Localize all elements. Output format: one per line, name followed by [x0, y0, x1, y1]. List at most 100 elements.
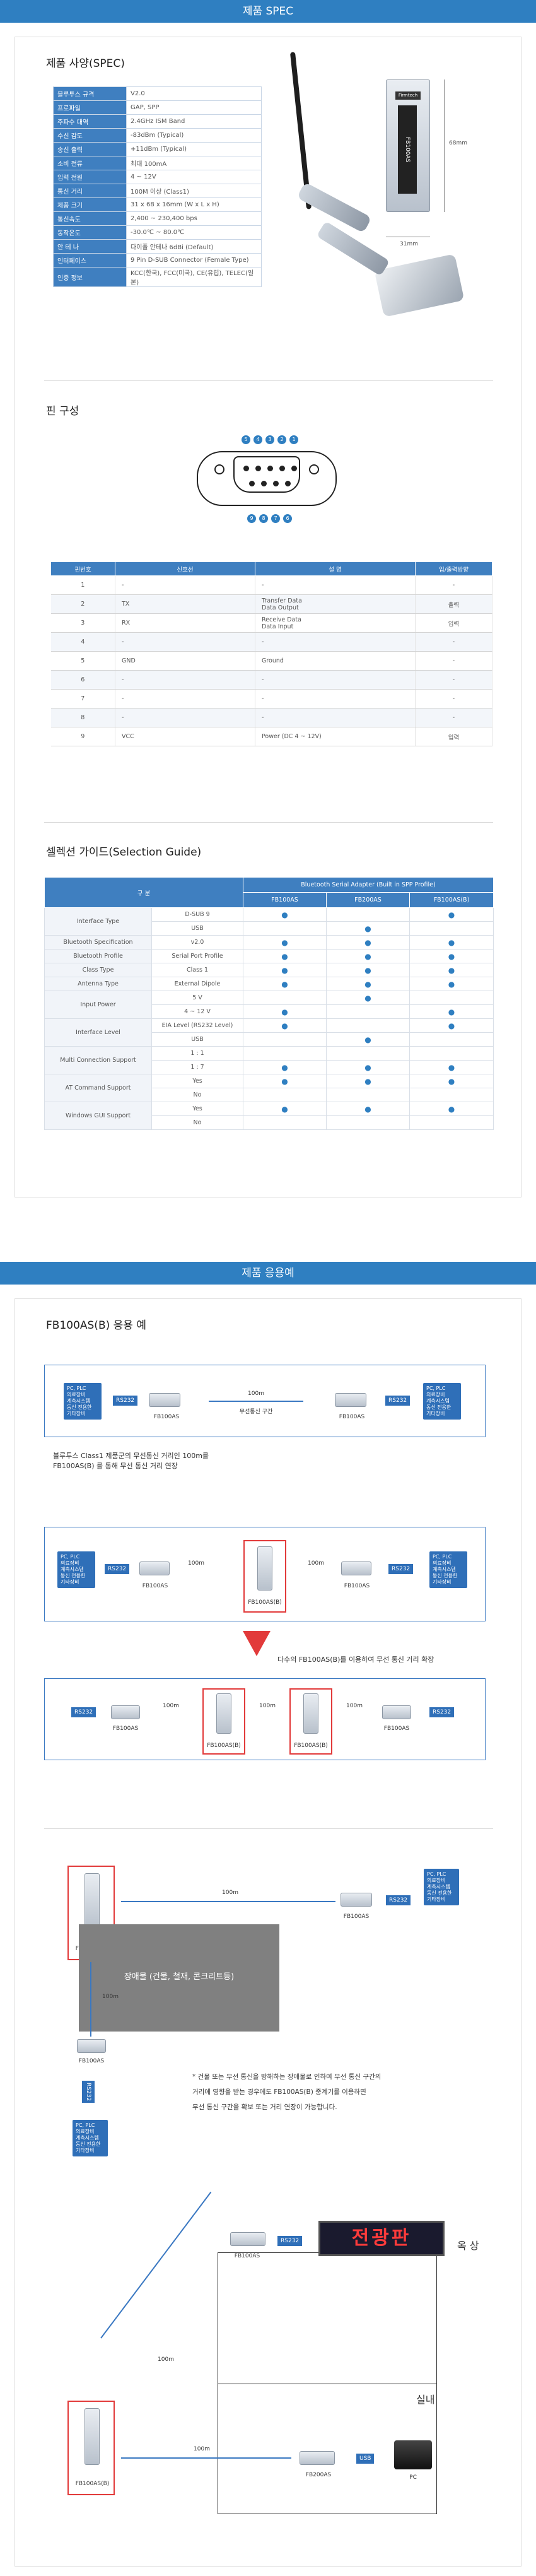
- support-mark: [326, 1004, 410, 1019]
- wireless-label: 무선통신 구간: [239, 1409, 273, 1415]
- support-mark: ●: [326, 1102, 410, 1116]
- selection-sub-cell: No: [151, 1088, 243, 1102]
- spec-key: 제품 크기: [53, 197, 127, 212]
- support-mark: [243, 1032, 327, 1047]
- support-mark: ●: [326, 935, 410, 950]
- support-mark: ●: [409, 935, 494, 950]
- support-mark: ●: [409, 1018, 494, 1033]
- support-mark: [326, 1046, 410, 1061]
- fb100as-label: FB100AS: [339, 1414, 365, 1420]
- pc-monitor-icon: [394, 2440, 432, 2469]
- table-row: USB●: [45, 921, 494, 936]
- pin-table-cell: 입력: [415, 613, 492, 633]
- selection-title: 셀렉션 가이드(Selection Guide): [46, 846, 202, 859]
- rs232-tag: RS232: [388, 1564, 414, 1574]
- support-mark: ●: [243, 1074, 327, 1088]
- pin-table-cell: -: [255, 575, 416, 595]
- pin-table-cell: -: [115, 575, 255, 595]
- obstacle-fill: [79, 1924, 279, 2032]
- spec-key: 인터페이스: [53, 253, 127, 268]
- rs232-tag: RS232: [105, 1564, 130, 1574]
- fb100asb-label: FB100AS(B): [75, 2481, 110, 2487]
- fb100as-icon: [77, 2039, 106, 2053]
- selection-sub-cell: 1 : 7: [151, 1060, 243, 1074]
- fb200as-icon: [300, 2451, 335, 2465]
- pin-table-cell: Ground: [255, 651, 416, 671]
- fb100as-icon: [139, 1561, 170, 1575]
- support-mark: ●: [243, 977, 327, 991]
- spec-row: 인터페이스 9 Pin D-SUB Connector (Female Type…: [53, 253, 262, 268]
- distance-label: 100m: [346, 1703, 363, 1709]
- spec-value: V2.0: [126, 86, 262, 101]
- support-mark: ●: [409, 1004, 494, 1019]
- support-mark: [326, 907, 410, 922]
- pin-table-cell: -: [415, 670, 492, 690]
- support-mark: [409, 921, 494, 936]
- spec-value: GAP, SPP: [126, 100, 262, 115]
- selection-group-cell: Windows GUI Support: [44, 1102, 152, 1130]
- pin-table-cell: Power (DC 4 ~ 12V): [255, 727, 416, 746]
- spec-title: 제품 사양(SPEC): [46, 57, 125, 70]
- dim-h-line: [444, 79, 445, 212]
- fb100asb-icon: [257, 1546, 272, 1591]
- distance-label: 100m: [158, 2356, 174, 2363]
- pin-table-cell: -: [415, 632, 492, 652]
- pin-table-cell: Transfer Data Data Output: [255, 594, 416, 614]
- selection-sub-cell: Yes: [151, 1074, 243, 1088]
- pin-table-cell: 입력: [415, 727, 492, 746]
- pin-table-cell: 2: [50, 594, 115, 614]
- spec-row: 소비 전류 최대 100mA: [53, 156, 262, 170]
- pin-hole-icon: [291, 466, 297, 471]
- spec-key: 동작온도: [53, 225, 127, 240]
- spec-key: 프로파일: [53, 100, 127, 115]
- spec-row: 송신 출력 +11dBm (Typical): [53, 142, 262, 156]
- selection-group-cell: Interface Level: [44, 1018, 152, 1047]
- fb100as-icon: [382, 1705, 411, 1719]
- support-mark: ●: [243, 1004, 327, 1019]
- support-mark: ●: [409, 977, 494, 991]
- dim-h-label: 68mm: [449, 140, 467, 146]
- support-mark: [243, 1088, 327, 1102]
- divider: [44, 822, 493, 823]
- fb100as-icon: [341, 1893, 372, 1907]
- pc-box: PC, PLC 의료장비 계측시스템 동신 전용한 기타장비: [429, 1551, 467, 1588]
- support-mark: ●: [409, 1074, 494, 1088]
- spec-value: 9 Pin D-SUB Connector (Female Type): [126, 253, 262, 268]
- spec-value: -30.0℃ ~ 80.0℃: [126, 225, 262, 240]
- selection-sub-cell: v2.0: [151, 935, 243, 950]
- scenario-1: PC, PLC 의료장비 계측시스템 동신 전용한 기타장비 RS232 FB1…: [44, 1365, 486, 1437]
- pin-hole-icon: [249, 481, 255, 486]
- pin-number-badge: 1: [289, 435, 298, 444]
- selection-sub-cell: 5 V: [151, 991, 243, 1005]
- pin-table-cell: -: [415, 651, 492, 671]
- note-2: 다수의 FB100AS(B)를 이용하여 무선 통신 거리 확장: [277, 1656, 434, 1664]
- selection-group-cell: Bluetooth Specification: [44, 935, 152, 950]
- spec-row: 통신 거리 100M 이상 (Class1): [53, 184, 262, 198]
- support-mark: ●: [409, 949, 494, 963]
- table-row: 6---: [50, 670, 492, 690]
- support-mark: [409, 991, 494, 1005]
- model-header: FB200AS: [326, 892, 410, 908]
- selection-group-cell: Interface Type: [44, 907, 152, 936]
- pin-number-badge: 3: [265, 435, 274, 444]
- pin-hole-icon: [255, 466, 261, 471]
- pin-hole-icon: [267, 466, 273, 471]
- spec-key: 소비 전류: [53, 156, 127, 170]
- pin-hole-icon: [285, 481, 291, 486]
- table-row: 8---: [50, 708, 492, 727]
- distance-label: 100m: [222, 1890, 238, 1896]
- pc-box: PC, PLC 의료장비 계측시스템 동신 전용한 기타장비: [423, 1383, 461, 1420]
- spec-value: +11dBm (Typical): [126, 142, 262, 156]
- pc-label: PC: [409, 2474, 417, 2481]
- support-mark: ●: [326, 977, 410, 991]
- pin-table-cell: 1: [50, 575, 115, 595]
- distance-label: 100m: [163, 1703, 179, 1709]
- selection-sub-cell: Class 1: [151, 963, 243, 977]
- fb100as-icon: [230, 2232, 265, 2246]
- pin-table-cell: 3: [50, 613, 115, 633]
